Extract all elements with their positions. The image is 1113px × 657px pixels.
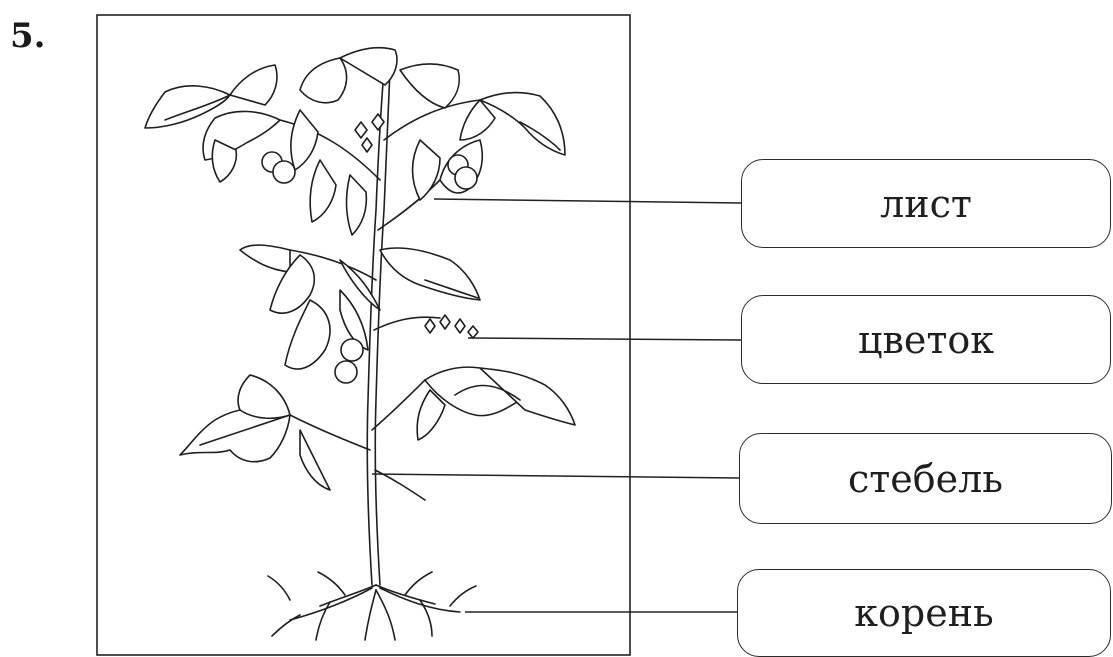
pointer-line-stem — [372, 474, 739, 478]
label-box-stem: стебель — [739, 433, 1112, 524]
label-flower: цветок — [858, 318, 994, 362]
plant-drawing — [145, 48, 575, 640]
label-stem: стебель — [848, 457, 1003, 501]
label-box-root: корень — [737, 569, 1111, 657]
label-leaf: лист — [880, 182, 972, 226]
flower-cluster-side — [425, 315, 478, 338]
pointer-line-leaf — [434, 199, 741, 203]
pointer-line-flower — [468, 338, 741, 340]
label-box-flower: цветок — [741, 295, 1111, 384]
label-root: корень — [854, 591, 993, 635]
label-box-leaf: лист — [741, 159, 1111, 248]
